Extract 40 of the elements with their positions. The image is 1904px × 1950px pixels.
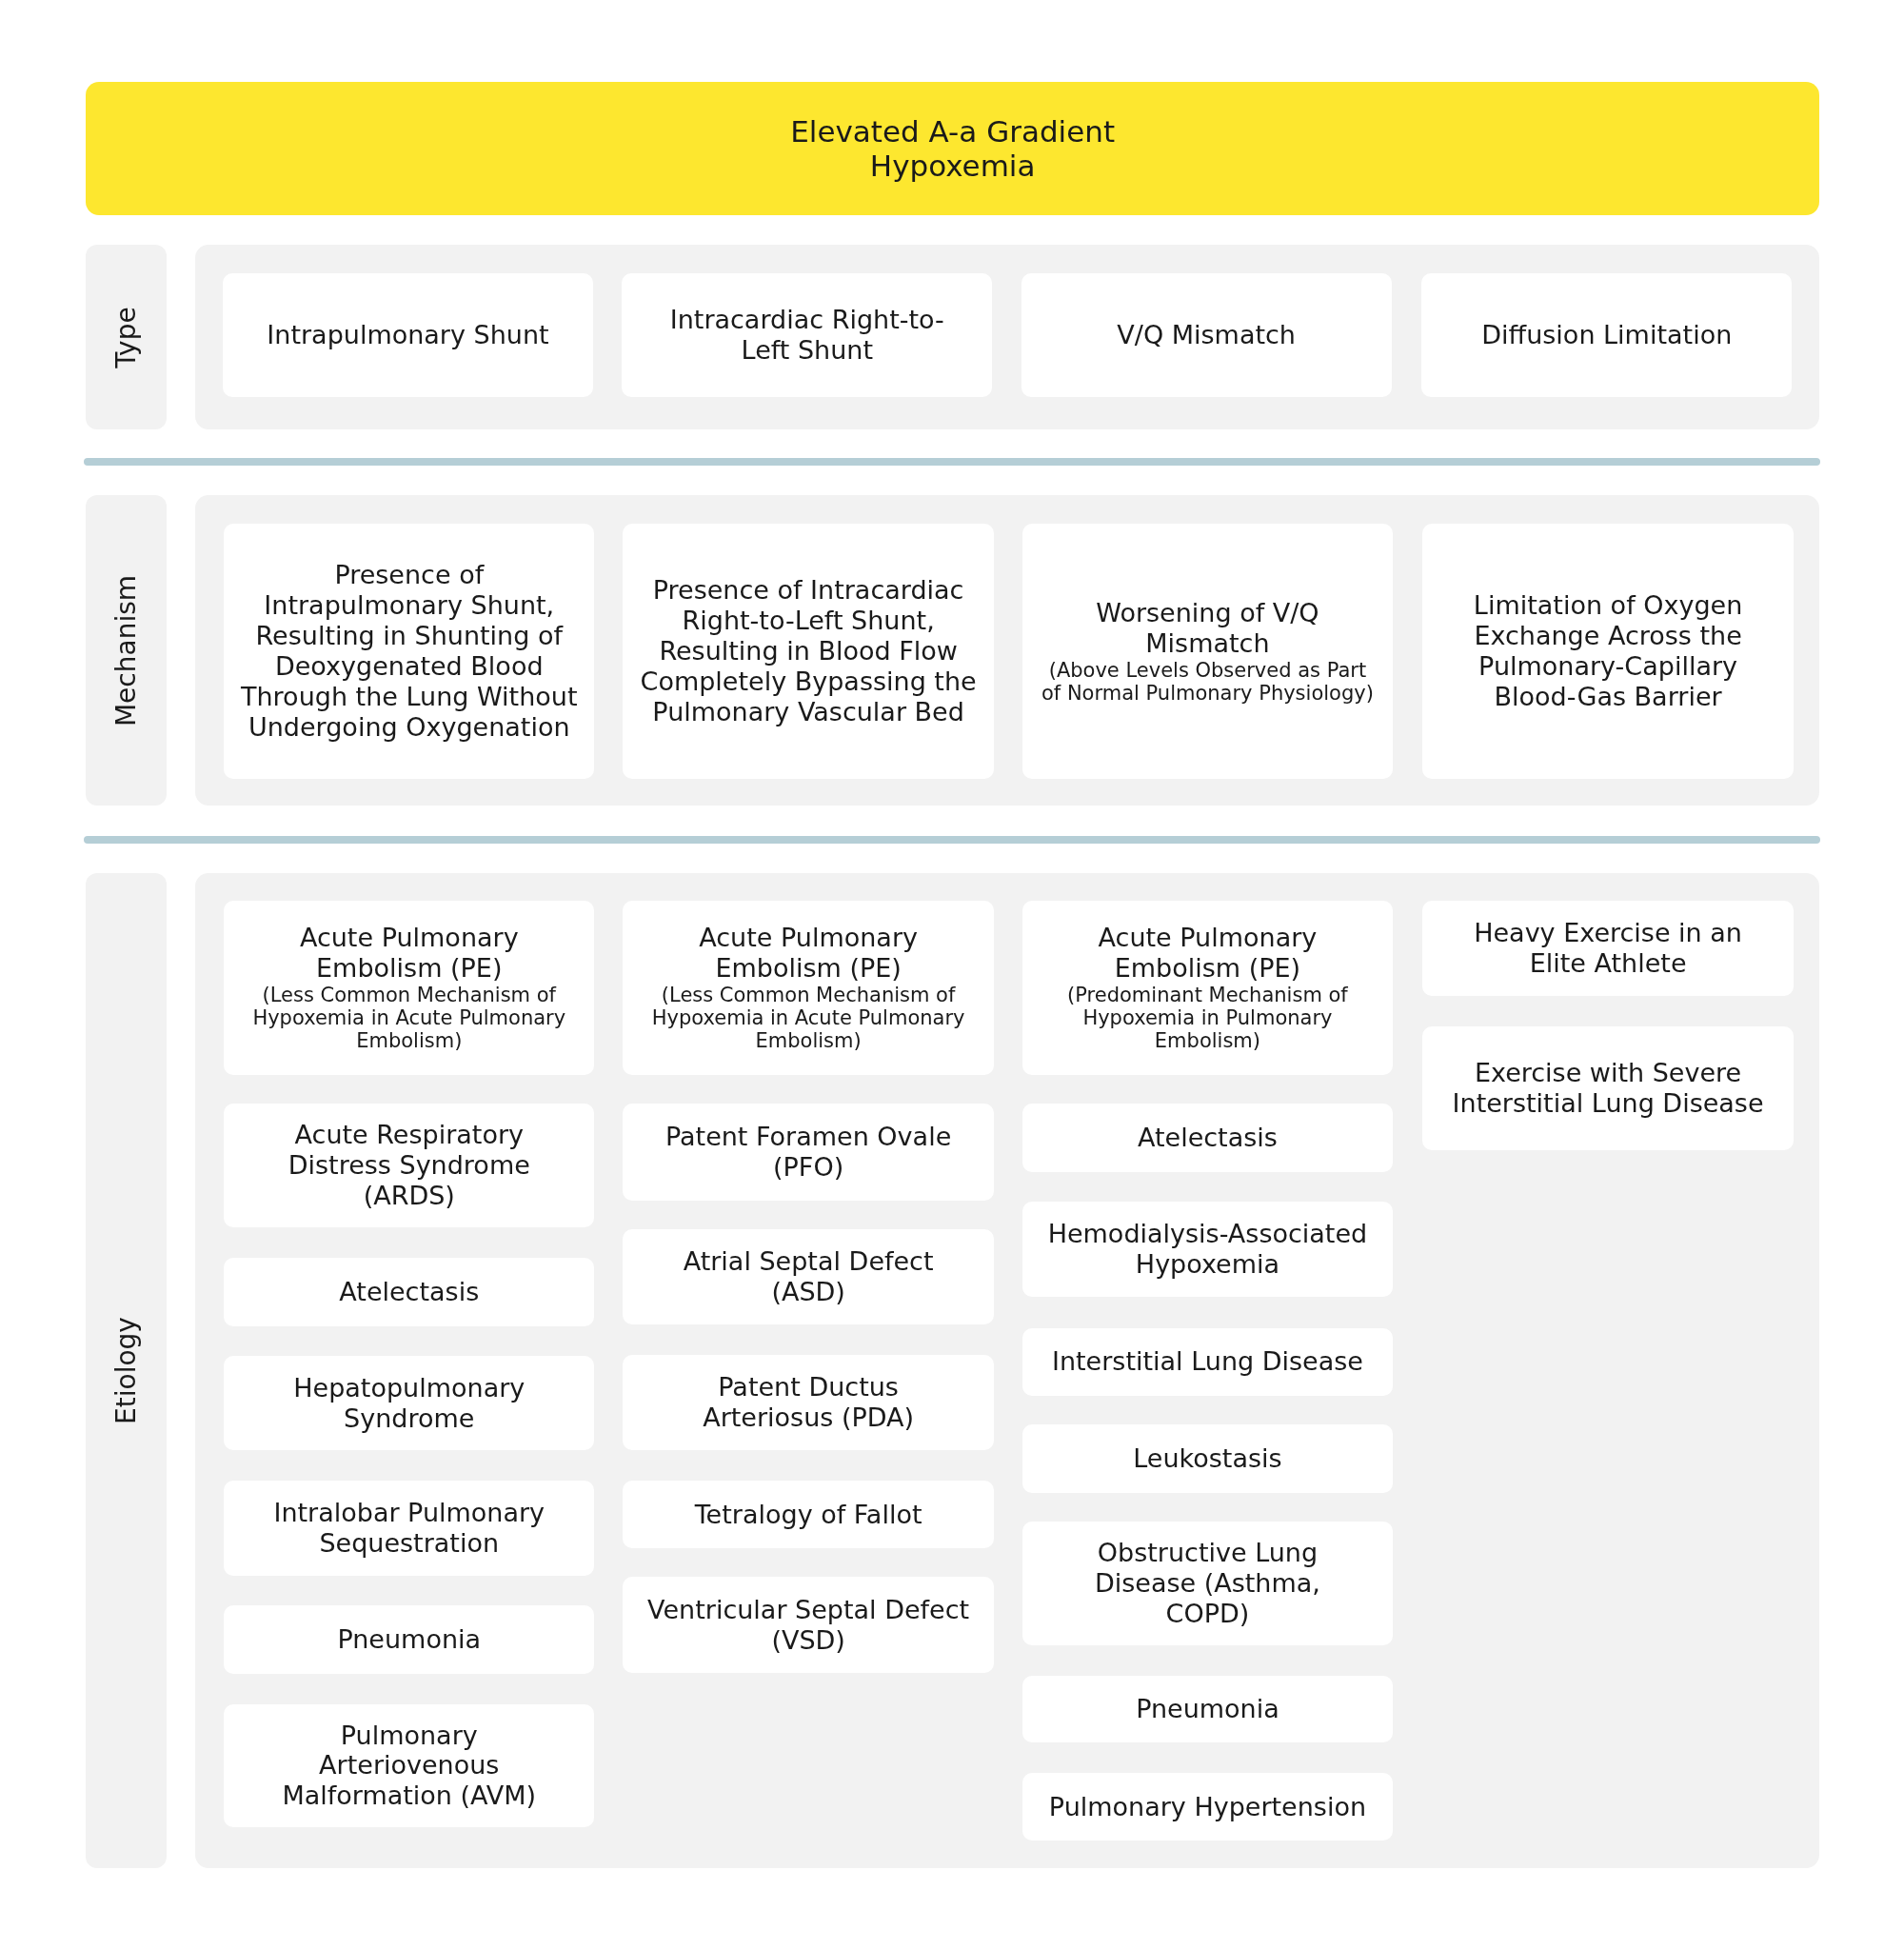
- card-text: Intralobar Pulmonary Sequestration: [272, 1497, 546, 1559]
- title-text: Elevated A-a Gradient Hypoxemia: [789, 113, 1117, 184]
- card-text: Patent Ductus Arteriosus (PDA): [702, 1372, 916, 1433]
- card-note: (Less Common Mechanism of Hypoxemia in Acute Pulmonary Embolism): [251, 983, 567, 1053]
- card-note: (Above Levels Observed as Part of Normal Pulmonary Physiology): [1041, 658, 1374, 705]
- card-text: Acute Respiratory Distress Syndrome (ARDS): [287, 1120, 531, 1211]
- card-text: Pulmonary Hypertension: [1048, 1791, 1367, 1822]
- row-label: Type: [110, 306, 143, 368]
- card-text: Hemodialysis-Associated Hypoxemia: [1046, 1219, 1369, 1281]
- row-label: Etiology: [110, 1317, 143, 1424]
- card-text: Presence of Intrapulmonary Shunt, Resulting in Shunting of Deoxygenated Blood Through the Lung Without Undergoing Oxygenation: [240, 560, 579, 743]
- card-text: Hepatopulmonary Syndrome: [292, 1372, 526, 1434]
- card-text: Interstitial Lung Disease: [1051, 1346, 1363, 1378]
- card-note: (Predominant Mechanism of Hypoxemia in Pulmonary Embolism): [1066, 983, 1349, 1053]
- card-text: Pneumonia: [337, 1624, 482, 1656]
- card-text: Acute Pulmonary Embolism (PE): [698, 923, 919, 984]
- card-text: Intrapulmonary Shunt: [267, 320, 549, 350]
- card-text: Exercise with Severe Interstitial Lung Disease: [1451, 1058, 1765, 1119]
- card-text: Limitation of Oxygen Exchange Across the Pulmonary-Capillary Blood-Gas Barrier: [1472, 590, 1744, 712]
- card-text: Worsening of V/Q Mismatch: [1095, 597, 1320, 659]
- card-text: Diffusion Limitation: [1481, 320, 1733, 350]
- card-text: Atelectasis: [1137, 1122, 1278, 1153]
- row-label: Mechanism: [110, 574, 143, 726]
- card-text: Atrial Septal Defect (ASD): [682, 1246, 935, 1307]
- card-text: Leukostasis: [1133, 1443, 1282, 1474]
- title-banner: [86, 82, 1820, 215]
- card-text: Patent Foramen Ovale (PFO): [664, 1121, 953, 1183]
- card-text: Ventricular Septal Defect (VSD): [646, 1594, 970, 1656]
- card-text: Intracardiac Right-to-Left Shunt: [668, 305, 945, 366]
- card-text: Tetralogy of Fallot: [694, 1499, 922, 1530]
- card-text: Pneumonia: [1136, 1693, 1279, 1724]
- card-text: Presence of Intracardiac Right-to-Left Shunt, Resulting in Blood Flow Completely Bypassing the Pulmonary Vascular Bed: [639, 575, 978, 727]
- card-text: Acute Pulmonary Embolism (PE): [298, 923, 520, 984]
- card-text: Heavy Exercise in an Elite Athlete: [1473, 918, 1743, 979]
- card-text: V/Q Mismatch: [1117, 320, 1296, 350]
- card-text: Atelectasis: [339, 1276, 480, 1307]
- card-text: Pulmonary Arteriovenous Malformation (AVM): [281, 1720, 538, 1812]
- card-text: Obstructive Lung Disease (Asthma, COPD): [1093, 1538, 1321, 1629]
- card-text: Acute Pulmonary Embolism (PE): [1097, 923, 1319, 984]
- card-note: (Less Common Mechanism of Hypoxemia in Acute Pulmonary Embolism): [650, 983, 966, 1053]
